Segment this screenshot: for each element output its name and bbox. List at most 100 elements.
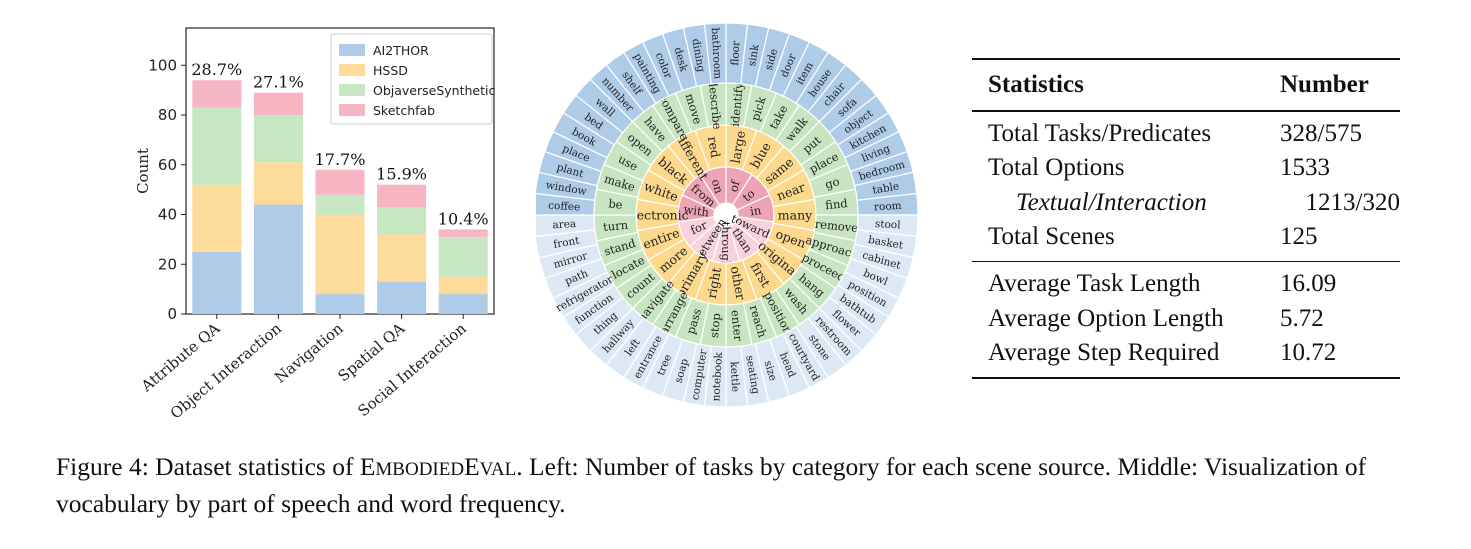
table-header-row: Statistics Number	[972, 60, 1400, 110]
adjective-label: electronic	[625, 207, 688, 222]
noun-label: stool	[875, 218, 902, 231]
bar-data-label: 27.1%	[253, 73, 304, 92]
verb-label: remove	[814, 217, 859, 235]
caption-dataset-name: EMBODIEDEVAL	[359, 452, 517, 481]
bar-segment-sketchfab	[377, 184, 427, 208]
table-group-2: Average Task Length 16.09 Average Option…	[972, 262, 1400, 377]
legend-swatch	[339, 104, 365, 116]
bar-segment-objaversesynthetic	[253, 115, 303, 163]
statistics-table: Statistics Number Total Tasks/Predicates…	[972, 58, 1400, 379]
row-label: Total Scenes	[988, 223, 1115, 250]
bar-segment-hssd	[438, 276, 488, 295]
noun-label: table	[872, 180, 900, 196]
table-header-rule	[972, 110, 1400, 112]
y-tick-label: 100	[148, 56, 177, 74]
bar-segment-ai2thor	[315, 294, 365, 314]
noun-label: coffee	[548, 200, 581, 214]
bar-segment-sketchfab	[438, 229, 488, 237]
noun-label: notebook	[710, 351, 725, 401]
noun-label: dining	[689, 38, 707, 73]
bar-segment-objaversesynthetic	[438, 236, 488, 277]
bar-segment-hssd	[192, 184, 242, 252]
y-tick-label: 60	[158, 156, 177, 174]
table-mid-rule	[972, 260, 1400, 262]
y-axis-label: Count	[134, 148, 152, 194]
preposition-label: with	[683, 202, 711, 220]
x-tick-label: Navigation	[271, 319, 347, 387]
row-label: Total Options	[988, 154, 1125, 181]
bar-segment-objaversesynthetic	[377, 207, 427, 235]
adjective-label: red	[705, 135, 723, 159]
bar-segment-ai2thor	[438, 294, 488, 314]
table-row: Average Task Length 16.09	[972, 267, 1400, 302]
row-value: 328/575	[1280, 119, 1362, 147]
verb-label: identify	[728, 81, 746, 127]
noun-label: basket	[867, 234, 904, 252]
row-value: 1533	[1280, 154, 1330, 181]
bar-segment-objaversesynthetic	[315, 194, 365, 215]
legend-swatch	[339, 84, 365, 96]
row-value: 125	[1280, 223, 1318, 250]
legend-box	[330, 33, 493, 125]
preposition-label: through	[719, 222, 733, 269]
bar-segment-hssd	[315, 214, 365, 295]
adjective-label: right	[704, 266, 724, 299]
bar-data-label: 15.9%	[376, 165, 427, 184]
noun-label: size	[762, 359, 779, 382]
adjective-label: large	[728, 130, 748, 165]
preposition-label: on	[709, 177, 727, 195]
legend-label: Sketchfab	[373, 103, 435, 118]
noun-segment	[703, 22, 727, 85]
table-row: Total Scenes 125	[972, 220, 1400, 255]
row-label: Total Tasks/Predicates	[988, 119, 1212, 147]
row-value: 1213/320	[1305, 188, 1400, 216]
noun-label: area	[552, 218, 576, 231]
header-statistics: Statistics	[988, 71, 1084, 98]
table-top-rule	[972, 58, 1400, 60]
y-tick-label: 40	[158, 206, 177, 224]
preposition-label: in	[749, 203, 763, 219]
preposition-label: of	[726, 178, 743, 193]
table-row: Total Options 1533	[972, 151, 1400, 186]
y-tick-label: 0	[167, 305, 177, 323]
legend-label: AI2THOR	[373, 43, 429, 58]
row-value: 16.09	[1280, 270, 1337, 297]
vocabulary-sunburst-chart: oftointowardsthanthroughbetweenforwithfr…	[536, 22, 919, 408]
figure-caption: Figure 4: Dataset statistics of EMBODIED…	[56, 450, 1446, 521]
adjective-label: many	[778, 207, 813, 222]
bar-segment-ai2thor	[377, 281, 427, 314]
legend-swatch	[339, 64, 365, 76]
bar-segment-hssd	[377, 234, 427, 282]
caption-prefix: Figure 4: Dataset statistics of	[56, 452, 360, 481]
noun-label: floor	[729, 40, 742, 66]
verb-label: be	[608, 196, 624, 211]
noun-label: front	[552, 235, 581, 251]
adjective-label: other	[728, 265, 749, 301]
caption-suffix: . Left: Number of tasks by category for …	[56, 452, 1367, 518]
noun-label: side	[763, 47, 781, 71]
y-tick-label: 80	[158, 106, 177, 124]
verb-label: find	[825, 196, 849, 212]
table-bottom-rule	[972, 376, 1400, 379]
noun-label: sink	[746, 43, 762, 67]
bar-data-label: 10.4%	[438, 209, 489, 228]
table-row: Textual/Interaction 1213/320	[972, 186, 1400, 221]
bar-data-label: 17.7%	[315, 150, 366, 169]
table-row: Average Step Required 10.72	[972, 336, 1400, 371]
bar-segment-sketchfab	[253, 92, 303, 116]
verb-label: describe	[706, 79, 725, 130]
table-group-1: Total Tasks/Predicates 328/575 Total Opt…	[972, 112, 1400, 261]
bar-segment-objaversesynthetic	[192, 107, 242, 185]
bar-segment-ai2thor	[253, 204, 303, 314]
row-value: 10.72	[1280, 339, 1337, 366]
header-number: Number	[1280, 71, 1369, 98]
legend-label: HSSD	[373, 63, 408, 78]
preposition-label: for	[688, 217, 709, 237]
verb-label: turn	[602, 218, 629, 234]
noun-label: bathroom	[709, 27, 724, 79]
table-row: Average Option Length 5.72	[972, 302, 1400, 337]
bar-segment-sketchfab	[315, 169, 365, 195]
row-label: Textual/Interaction	[1016, 188, 1207, 216]
legend-swatch	[339, 44, 365, 56]
